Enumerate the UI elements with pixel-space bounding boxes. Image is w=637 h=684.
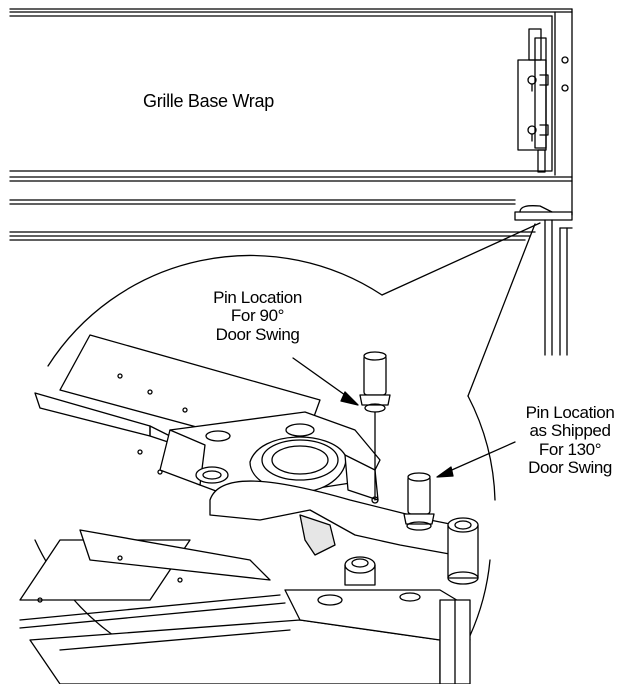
pin-130-line-4: Door Swing	[528, 458, 612, 478]
pin-90-line-3: Door Swing	[215, 324, 300, 344]
pin-90-line-1: Pin Location	[213, 288, 302, 307]
pin-130-line-1: Pin Location	[525, 403, 615, 422]
pin-location-90-label: Pin Location For 90° Door Swing	[200, 288, 315, 344]
pin-90-line-2: For 90°	[230, 306, 285, 326]
pin-location-130-label: Pin Location as Shipped For 130° Door Sw…	[503, 403, 637, 478]
grille-base-wrap-frame	[9, 8, 573, 356]
pin-130-line-3: For 130°	[538, 439, 602, 459]
hinge-assembly	[19, 334, 479, 684]
leader-arrows	[292, 357, 516, 478]
pin-130-line-2: as Shipped	[529, 421, 611, 441]
magnifier-callout	[381, 222, 541, 397]
grille-base-wrap-label: Grille Base Wrap	[143, 91, 274, 111]
